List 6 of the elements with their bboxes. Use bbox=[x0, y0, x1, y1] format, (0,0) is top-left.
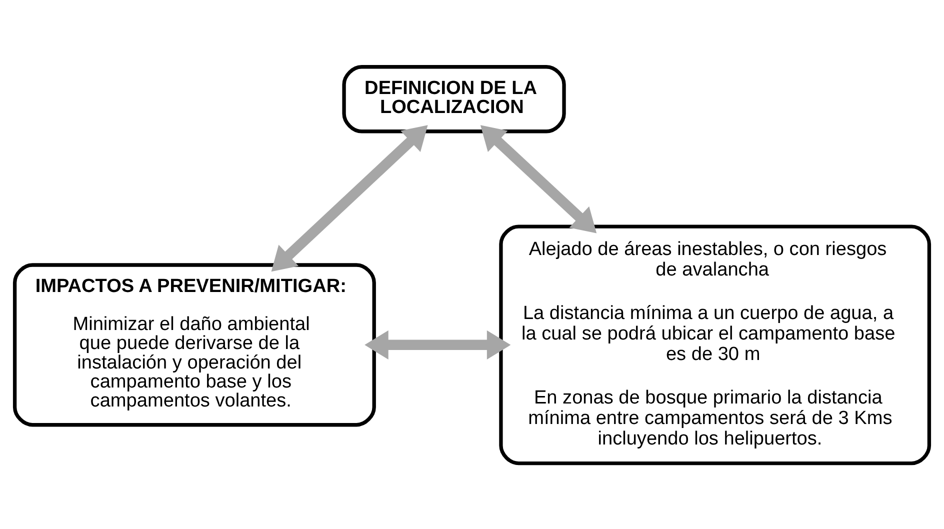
arrow bbox=[480, 124, 597, 233]
node-box: DEFINICION DE LA LOCALIZACION bbox=[342, 64, 566, 133]
node-box: IMPACTOS A PREVENIR/MITIGAR: Minimizar el daño ambiental que puede derivarse de la instalación y operación del campamento base y los campamentos volantes. bbox=[12, 262, 376, 426]
arrow bbox=[271, 124, 428, 272]
arrow bbox=[364, 330, 511, 359]
node-box: Alejado de áreas inestables, o con riesgos de avalancha La distancia mínima a un cuerpo de agua, a la cual se podrá ubicar el campamento base es de 30 m En zonas de bosque primario la distancia mínima entre campamentos será de 3 Kms incluyendo los helipuertos. bbox=[499, 224, 932, 465]
